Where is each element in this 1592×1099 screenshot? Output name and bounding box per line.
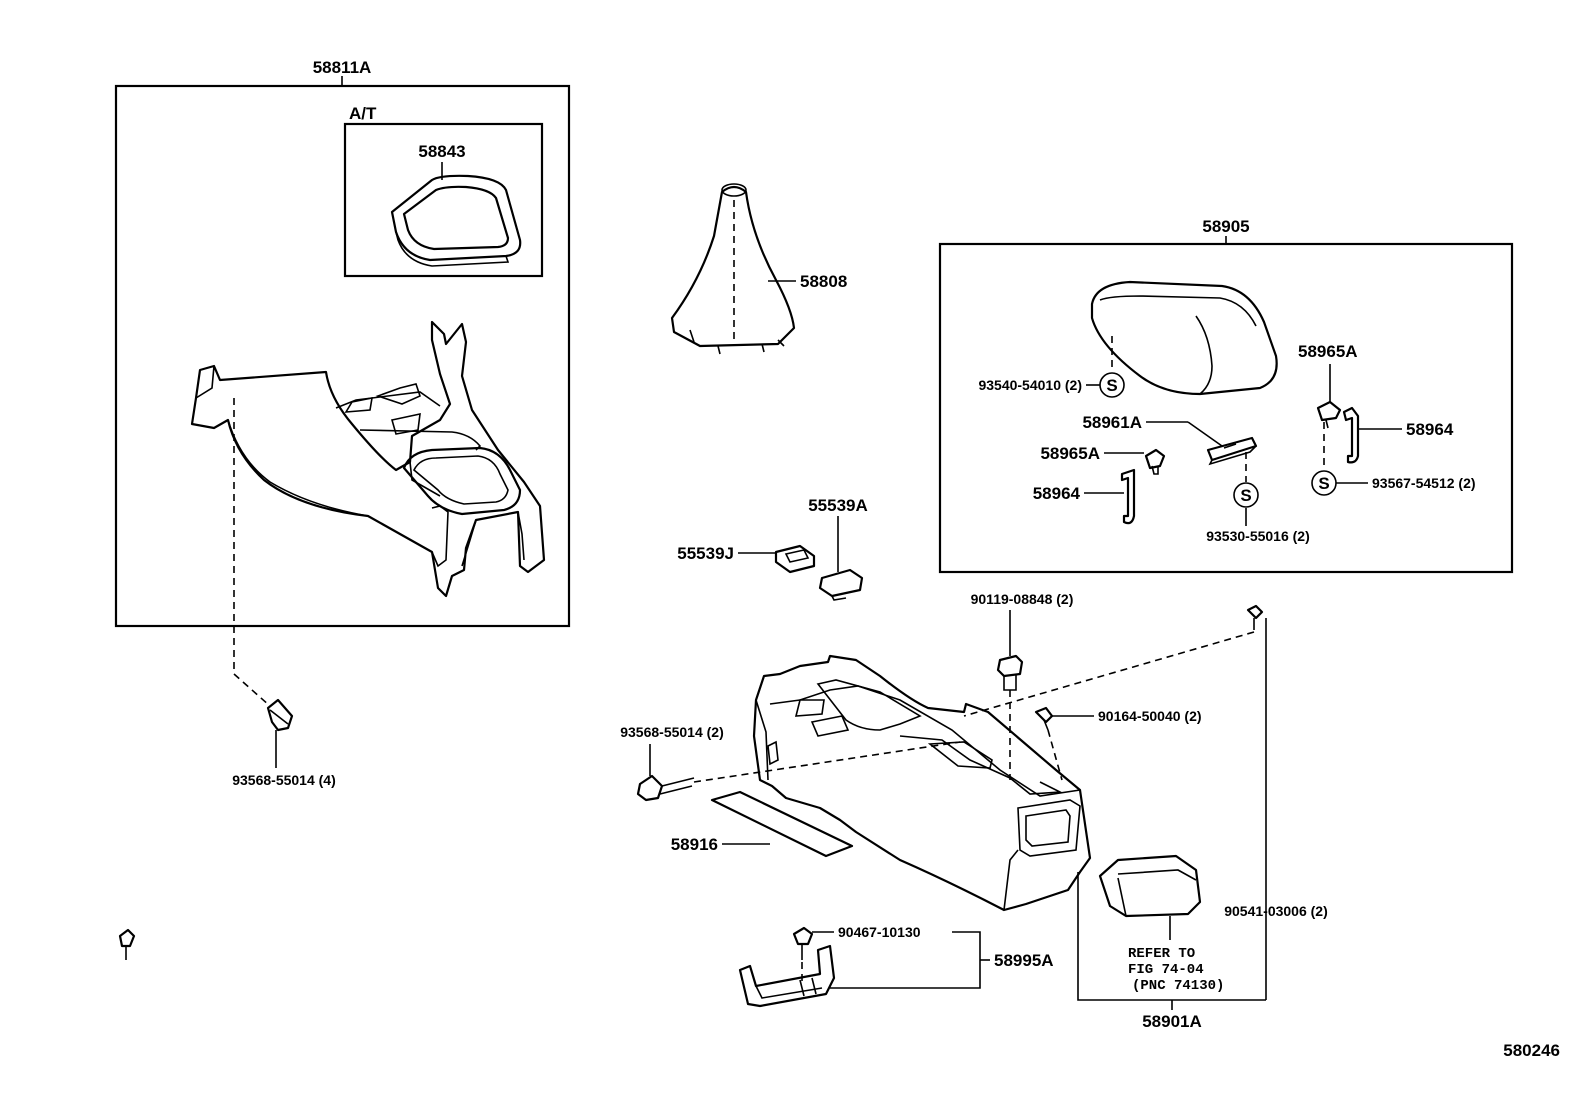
label-90164: 90164-50040 (2) [1098,708,1202,724]
bolt-90119: 90119-08848 (2) [971,591,1074,780]
s-mark-1-text: S [1106,376,1117,395]
label-58965A-top: 58965A [1298,342,1358,361]
bracket-58995A [118,928,836,1008]
label-58964-right: 58964 [1406,420,1454,439]
label-58901A: 58901A [1142,1012,1202,1031]
switch-55539J: 55539J [677,544,816,574]
label-55539J: 55539J [677,544,734,563]
shift-bezel-58843 [390,174,522,267]
label-90541: 90541-03006 (2) [1224,903,1328,919]
cover-55539A: 55539A [808,496,868,601]
s-mark-2 [1233,482,1259,508]
box-58905 [938,242,1514,574]
box-58811A [114,84,571,628]
label-58961A: 58961A [1082,413,1142,432]
label-58905: 58905 [1202,217,1249,236]
screw-90164: 90164-50040 (2) [1034,706,1202,781]
label-58965A-mid: 58965A [1040,444,1100,463]
spring-58964-left [1120,468,1136,525]
shift-boot-58808: 58808 [670,183,847,355]
label-93530: 93530-55016 (2) [1206,528,1310,544]
ashtray-ref: REFER TO FIG 74-04 (PNC 74130) [1098,854,1224,994]
bracket-58901A: 58901A [1077,872,1266,1031]
label-93540: 93540-54010 (2) [978,377,1082,393]
group-58905: 58905 S 93540-54010 (2) 58961A S 93530-5… [938,217,1514,574]
label-93568-4: 93568-55014 (4) [232,772,336,788]
label-refer-1: REFER TO [1128,946,1195,962]
label-55539A: 55539A [808,496,868,515]
clip-58965A-top [1316,400,1342,429]
mat-58916: 58916 [671,790,854,858]
screw-90541: 90541-03006 (2) [963,604,1328,1000]
label-58964-left: 58964 [1033,484,1081,503]
label-58811A: 58811A [313,58,372,77]
label-93567: 93567-54512 (2) [1372,475,1476,491]
screw-93568-4: 93568-55014 (4) [232,673,336,788]
label-58808: 58808 [800,272,847,291]
spring-58964-right [1342,406,1360,464]
label-at: A/T [349,104,377,123]
label-93568-2: 93568-55014 (2) [620,724,724,740]
label-58843: 58843 [418,142,465,161]
label-90119: 90119-08848 (2) [971,591,1074,607]
s-mark-3-text: S [1318,474,1329,493]
clip-58965A-mid [1144,448,1166,475]
figure-number: 580246 [1503,1041,1560,1060]
armrest-lid [1090,280,1278,396]
label-refer-3: (PNC 74130) [1132,978,1224,994]
hinge-58961A [1206,436,1258,466]
screw-93568-2: 93568-55014 (2) [620,724,961,802]
s-mark-2-text: S [1240,486,1251,505]
group-58811A: 58811A A/T 58843 [114,58,571,674]
clip-90467: 90467-10130 58995A [792,924,1054,989]
label-refer-2: FIG 74-04 [1128,962,1204,978]
label-58995A: 58995A [994,951,1054,970]
box-at [343,122,544,278]
console-box-58901A [752,654,1092,912]
label-90467: 90467-10130 [838,924,921,940]
label-58916: 58916 [671,835,718,854]
console-panel [190,320,546,598]
